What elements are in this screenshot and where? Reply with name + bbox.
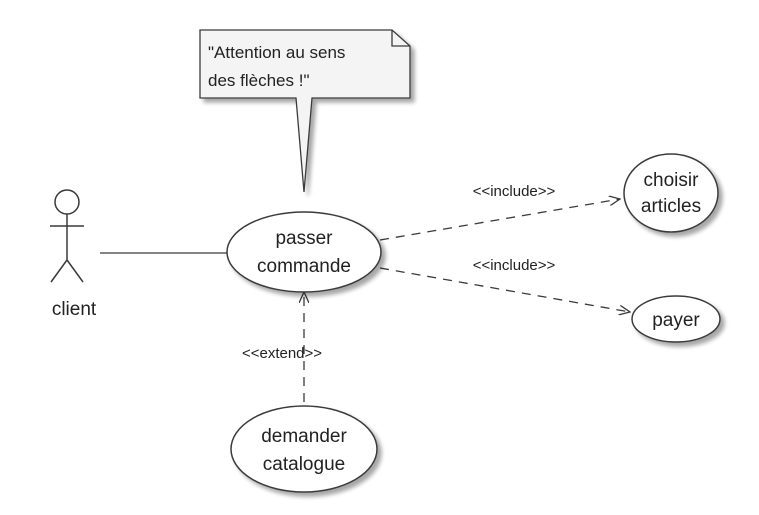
note [199, 29, 411, 193]
use-case-demander-catalogue-line-1: demander [261, 426, 347, 447]
actor-label: client [52, 299, 97, 320]
use-case-choisir-articles-line-1: choisir [644, 170, 700, 191]
use-case-choisir-articles-line-2: articles [641, 196, 701, 217]
actor-right-leg [66, 259, 84, 283]
extend-label: <<extend>> [242, 345, 322, 362]
use-case-demander-catalogue [230, 405, 378, 493]
include-arrow-payer [379, 267, 630, 312]
use-case-payer-label: payer [652, 310, 700, 331]
actor-head [54, 189, 80, 215]
include-label-payer: <<include>> [473, 257, 556, 274]
use-case-passer-commande-line-2: commande [257, 256, 351, 277]
use-case-passer-commande-line-1: passer [275, 228, 333, 249]
use-case-payer [631, 295, 721, 343]
use-case-demander-catalogue-line-2: catalogue [263, 454, 345, 475]
note-shape [199, 29, 411, 193]
use-case-passer-commande [226, 211, 382, 293]
use-case-choisir-articles [623, 153, 719, 233]
note-text-line-2: des flèches !" [208, 71, 309, 90]
include-label-choisir: <<include>> [473, 183, 556, 200]
actor-client [50, 189, 84, 283]
note-fold [391, 30, 410, 47]
actor-left-leg [50, 259, 68, 283]
include-arrow-choisir-articles [379, 199, 620, 241]
note-text-line-1: "Attention au sens [208, 43, 345, 62]
